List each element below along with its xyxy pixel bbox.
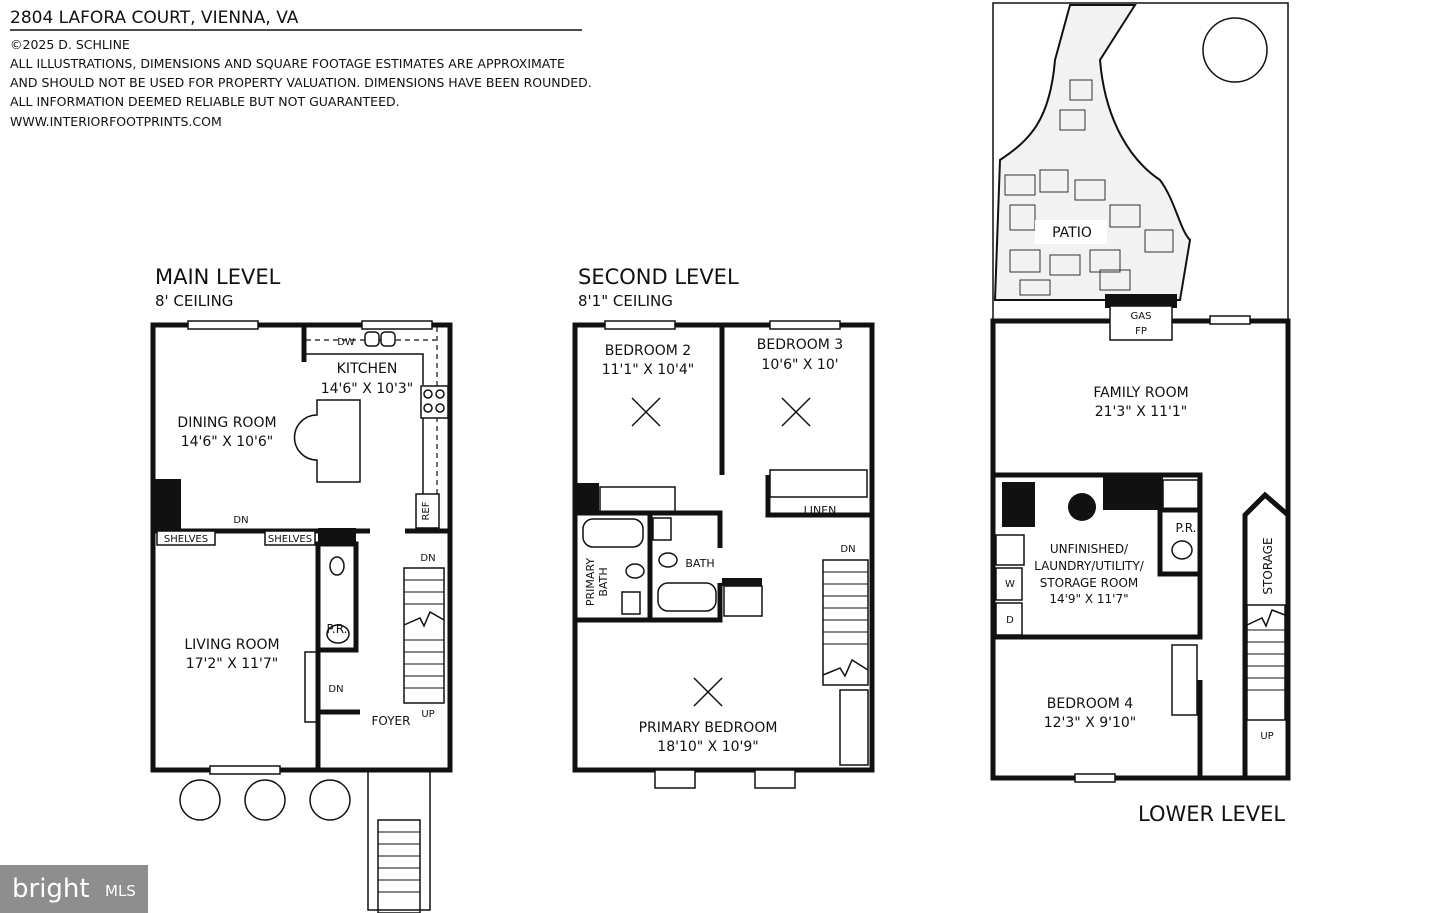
lower-level-title: LOWER LEVEL [1138,802,1285,826]
stairs-up-label: UP [1260,731,1273,742]
washer-label: W [1005,579,1015,590]
bedroom-4-label: BEDROOM 4 [1047,696,1134,712]
main-level: MAIN LEVEL 8' CEILING DW REF SHELVES SHE… [150,265,453,913]
copyright: ©2025 D. SCHLINE [10,37,130,52]
foyer-label: FOYER [372,714,411,728]
dryer-label: D [1006,615,1014,626]
dining-room-label: DINING ROOM [177,415,276,431]
bedroom-3-label: BEDROOM 3 [757,337,843,353]
svg-text:bright: bright [12,874,90,904]
family-room-label: FAMILY ROOM [1093,385,1188,401]
primary-bath-label: PRIMARY [584,558,597,606]
down-label: DN [233,515,248,526]
bedroom-3-dims: 10'6" X 10' [761,357,838,373]
second-level-ceiling: 8'1" CEILING [578,292,673,310]
stairs-down-label: DN [840,544,855,555]
disclaimer-line: ALL INFORMATION DEEMED RELIABLE BUT NOT … [10,94,400,109]
second-level: SECOND LEVEL 8'1" CEILING LINEN BATH PRI… [572,265,875,789]
refrigerator-label: REF [421,501,432,520]
kitchen-dims: 14'6" X 10'3" [321,381,414,397]
shrub-icon [309,779,351,821]
ceiling-fan-icon [781,397,811,427]
utility-room-label: UNFINISHED/ [1050,542,1129,556]
disclaimer-line: ALL ILLUSTRATIONS, DIMENSIONS AND SQUARE… [10,56,565,71]
kitchen-label: KITCHEN [337,361,398,377]
gas-fireplace-label: GAS [1131,311,1152,322]
down-label: DN [328,684,343,695]
utility-room-label: LAUNDRY/UTILITY/ [1034,559,1145,573]
shrub-icon [179,779,221,821]
main-level-ceiling: 8' CEILING [155,292,233,310]
bedroom-2-label: BEDROOM 2 [605,343,691,359]
primary-bedroom-dims: 18'10" X 10'9" [657,739,758,755]
lower-level: PATIO GAS FP FAMILY ROOM 21'3" X 11'1" P… [990,2,1291,826]
dining-room-dims: 14'6" X 10'6" [181,434,274,450]
ceiling-fan-icon [631,397,661,427]
shrub-icon [244,779,286,821]
primary-bath-label: BATH [597,567,610,596]
second-level-title: SECOND LEVEL [578,265,739,289]
stairs-up-label: UP [421,709,434,720]
stairs-down-label: DN [420,553,435,564]
bedroom-2-dims: 11'1" X 10'4" [602,362,695,378]
bright-mls-logo: bright MLS [0,865,148,913]
gas-fireplace-label: FP [1135,326,1147,337]
website: WWW.INTERIORFOOTPRINTS.COM [10,114,222,129]
linen-label: LINEN [804,504,837,517]
dishwasher-label: DW [337,337,355,348]
ceiling-fan-icon [693,677,723,707]
utility-room-dims: 14'9" X 11'7" [1049,592,1128,606]
main-level-title: MAIN LEVEL [155,265,281,289]
patio-label: PATIO [1052,225,1092,241]
utility-room-label: STORAGE ROOM [1040,576,1139,590]
patio-area [993,4,1192,301]
bedroom-4-dims: 12'3" X 9'10" [1044,715,1137,731]
shelves-label: SHELVES [164,534,208,545]
bath-label: BATH [685,557,714,570]
family-room-dims: 21'3" X 11'1" [1095,404,1188,420]
disclaimer-line: AND SHOULD NOT BE USED FOR PROPERTY VALU… [10,75,592,90]
powder-room-label: P.R. [1176,521,1197,535]
living-room-label: LIVING ROOM [184,637,279,653]
primary-bedroom-label: PRIMARY BEDROOM [639,720,778,736]
svg-text:MLS: MLS [105,882,136,900]
living-room-dims: 17'2" X 11'7" [186,656,279,672]
tree-icon [1202,17,1268,83]
shelves-label: SHELVES [268,534,312,545]
storage-label: STORAGE [1261,537,1275,594]
address-title: 2804 LAFORA COURT, VIENNA, VA [10,8,299,28]
